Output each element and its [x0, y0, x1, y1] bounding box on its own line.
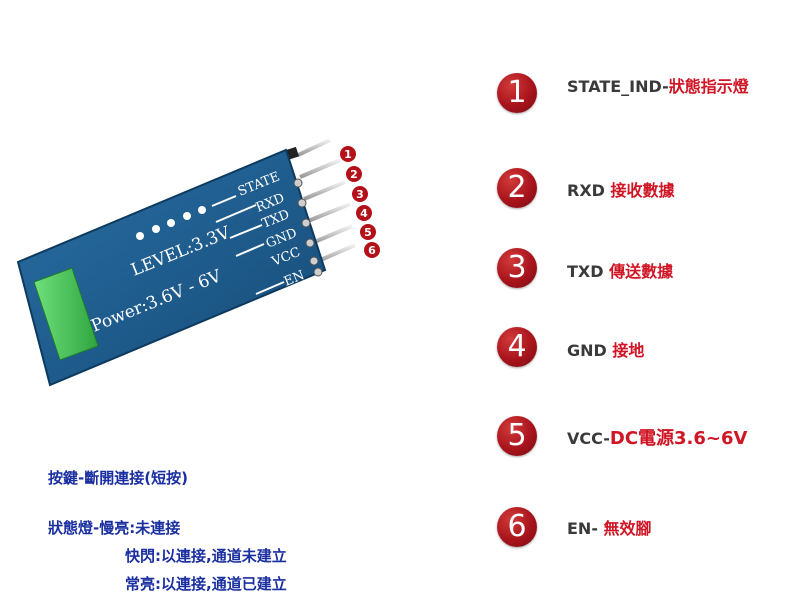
- pin-label: STATE_IND-狀態指示燈: [567, 73, 749, 97]
- pin-description: 接收數據: [610, 181, 675, 200]
- board-pin-number: 1: [344, 148, 352, 161]
- antenna: [33, 267, 99, 361]
- pin-description: DC電源3.6~6V: [609, 428, 748, 449]
- pin-label: GND 接地: [567, 337, 644, 361]
- note-led-steady: 常亮:以連接,通道已建立: [125, 575, 287, 593]
- board-pin-number: 5: [364, 226, 372, 239]
- board-pin-number: 6: [368, 244, 376, 257]
- board-pin-label: EN: [282, 268, 307, 290]
- pin-number-badge: 4: [497, 327, 537, 367]
- pin-number-badge: 5: [497, 416, 537, 456]
- pin-label: TXD 傳送數據: [567, 258, 673, 282]
- pin-number-badge: 1: [497, 73, 537, 113]
- pin-item-vcc: 5 VCC-DC電源3.6~6V: [497, 416, 797, 466]
- pin-item-txd: 3 TXD 傳送數據: [497, 248, 797, 298]
- pin-item-state: 1 STATE_IND-狀態指示燈: [497, 73, 797, 123]
- pin-item-rxd: 2 RXD 接收數據: [497, 168, 797, 218]
- pin-description: 狀態指示燈: [668, 77, 749, 96]
- pin-name: TXD: [567, 262, 610, 281]
- pin-description: 無效腳: [603, 519, 652, 538]
- note-button: 按鍵-斷開連接(短按): [48, 469, 188, 487]
- pin-label: RXD 接收數據: [567, 177, 675, 201]
- pin-label: EN- 無效腳: [567, 515, 652, 539]
- pin-name: GND: [567, 341, 613, 360]
- pin-item-gnd: 4 GND 接地: [497, 327, 797, 377]
- board-pin-number: 2: [350, 168, 358, 181]
- pin-name: STATE_IND-: [567, 77, 669, 96]
- note-led-fast: 快閃:以連接,通道未建立: [125, 547, 287, 565]
- pin-number-badge: 3: [497, 248, 537, 288]
- pin-description: 傳送數據: [609, 262, 674, 281]
- pin-number-badge: 2: [497, 168, 537, 208]
- pin-item-en: 6 EN- 無效腳: [497, 507, 797, 557]
- pin-name: RXD: [567, 181, 611, 200]
- pin-label: VCC-DC電源3.6~6V: [567, 424, 747, 450]
- pin-name: VCC-: [567, 429, 610, 448]
- pin-number-badge: 6: [497, 507, 537, 547]
- board-svg: STATE RXD TXD GND VCC EN LEVEL:3.3V Powe…: [16, 138, 380, 387]
- pin-name: EN-: [567, 519, 604, 538]
- board-pin-number: 3: [356, 188, 364, 201]
- note-led-title: 狀態燈-慢亮:未連接: [48, 519, 181, 537]
- pin-description: 接地: [612, 341, 645, 360]
- board-pin-number: 4: [360, 207, 368, 220]
- bluetooth-module-image: STATE RXD TXD GND VCC EN LEVEL:3.3V Powe…: [0, 0, 420, 420]
